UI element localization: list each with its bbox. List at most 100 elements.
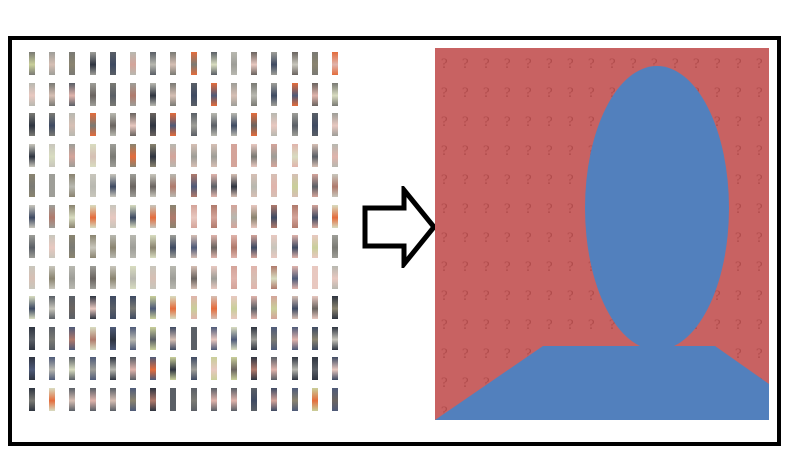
image-patch [190,326,197,350]
question-mark: ? [588,114,595,130]
question-mark: ? [735,230,742,246]
image-patch [231,235,237,258]
image-patch [130,204,136,228]
image-patch [251,265,258,289]
question-mark: ? [462,230,469,246]
question-mark: ? [567,288,574,304]
image-patch [332,296,338,319]
image-patch [251,387,258,411]
image-patch [231,387,237,411]
image-patch [291,113,298,136]
image-patch [210,265,217,289]
image-patch [109,82,116,106]
question-mark: ? [441,143,448,159]
image-patch [89,82,96,106]
image-patch [291,235,298,258]
image-patch [49,235,56,258]
question-mark: ? [441,201,448,217]
question-mark: ? [483,56,490,72]
image-patch [311,326,318,350]
question-mark: ? [714,56,721,72]
image-patch [332,326,338,350]
image-patch [69,113,76,136]
question-mark: ? [504,317,511,333]
image-patch [150,296,157,319]
image-patch [251,143,258,167]
image-patch [150,235,157,258]
image-patch [170,82,177,106]
image-patch [89,387,96,411]
image-patch [130,235,136,258]
question-mark: ? [546,259,553,275]
image-patch [332,174,338,197]
image-patch [109,326,116,350]
question-mark: ? [546,317,553,333]
image-patch [251,52,258,75]
question-mark: ? [504,230,511,246]
image-patch [251,235,258,258]
question-mark: ? [441,259,448,275]
question-mark: ? [567,259,574,275]
image-patch [210,326,217,350]
question-mark: ? [462,317,469,333]
question-mark: ? [483,375,490,391]
image-patch [170,113,177,136]
question-mark: ? [462,143,469,159]
image-patch [69,387,76,411]
question-mark: ? [441,56,448,72]
question-mark: ? [651,56,658,72]
image-patch [311,265,318,289]
question-mark: ? [630,56,637,72]
image-patch [29,326,35,350]
image-patch [332,387,338,411]
question-mark: ? [756,143,763,159]
image-patch [89,296,96,319]
image-patch [130,143,136,167]
image-patch [271,387,278,411]
question-mark: ? [756,346,763,362]
image-patch [271,235,278,258]
image-patch [311,113,318,136]
image-patch [210,235,217,258]
image-patch [190,113,197,136]
image-patch [190,235,197,258]
question-mark: ? [462,201,469,217]
image-patch [69,235,76,258]
question-mark: ? [735,172,742,188]
image-patch [190,387,197,411]
image-patch [190,82,197,106]
question-mark: ? [567,143,574,159]
image-patch [49,387,56,411]
question-mark: ? [693,56,700,72]
image-patch [231,113,237,136]
question-mark: ? [483,201,490,217]
image-patch [210,174,217,197]
image-patch [69,357,76,380]
question-mark: ? [714,317,721,333]
image-patch [69,296,76,319]
question-mark: ? [756,288,763,304]
question-mark: ? [462,375,469,391]
image-patch [69,326,76,350]
question-mark: ? [735,317,742,333]
image-patch [251,174,258,197]
question-mark: ? [525,143,532,159]
image-patch [130,357,136,380]
image-patch [150,265,157,289]
question-mark: ? [483,143,490,159]
image-patch [271,296,278,319]
image-patch [251,296,258,319]
image-patch [170,143,177,167]
image-patch [291,204,298,228]
question-mark: ? [588,288,595,304]
image-patch [291,82,298,106]
question-mark: ? [735,346,742,362]
image-patch [210,357,217,380]
image-patch [311,204,318,228]
image-patch [89,113,96,136]
question-mark: ? [525,114,532,130]
image-patch [332,204,338,228]
question-mark: ? [525,201,532,217]
image-patch [170,265,177,289]
image-patch [210,52,217,75]
